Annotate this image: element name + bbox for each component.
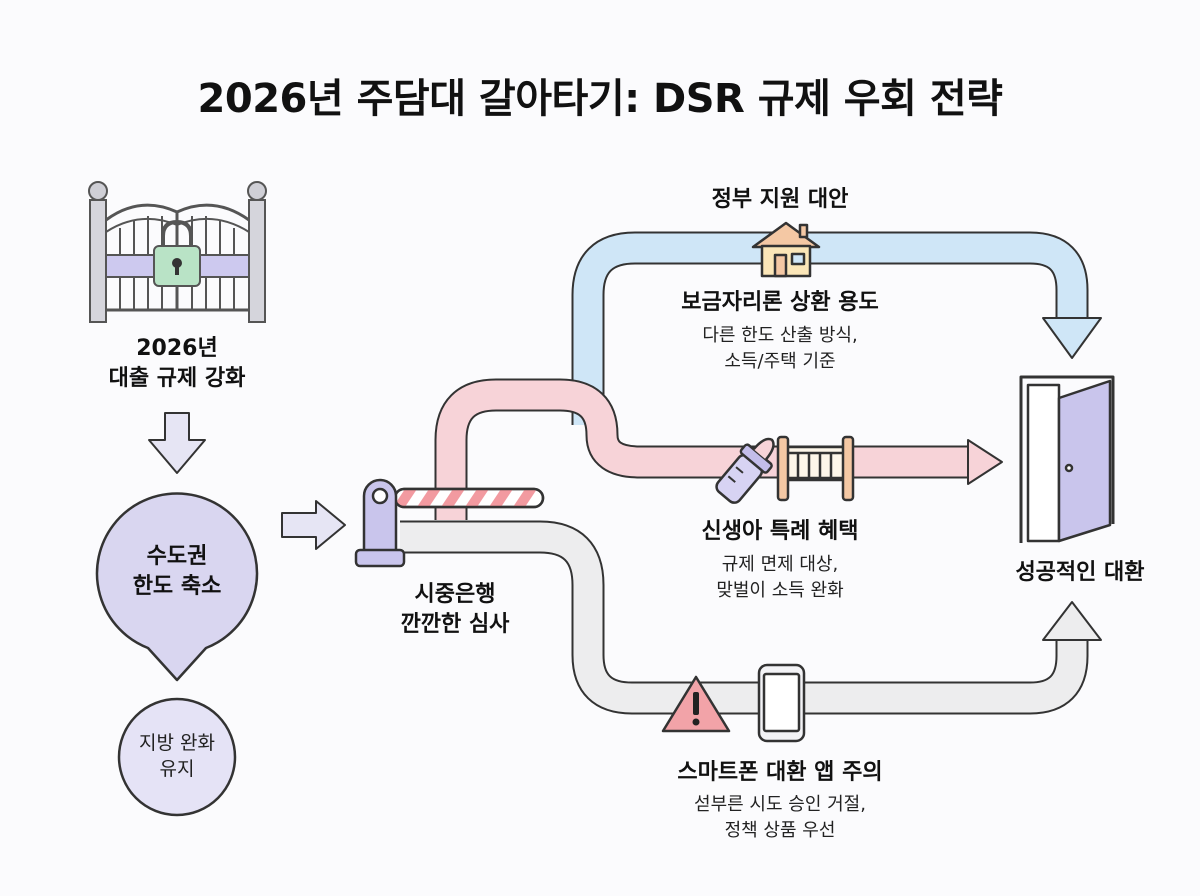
door-icon (1019, 375, 1115, 543)
government-path (571, 231, 1102, 425)
government-product: 보금자리론 상환 용도 (681, 290, 879, 315)
smartphone-icon (757, 663, 806, 743)
house-icon (751, 221, 821, 278)
government-desc-line1: 다른 한도 산출 방식, (702, 325, 858, 346)
bank-label-line1: 시중은행 (414, 582, 496, 607)
capital-label: 수도권 한도 축소 (97, 542, 257, 602)
newborn-desc-line2: 맞벌이 소득 완화 (716, 580, 844, 601)
newborn-heading: 신생아 특례 혜택 (701, 519, 859, 544)
page-title: 2026년 주담대 갈아타기: DSR 규제 우회 전략 (197, 76, 1003, 122)
smartphone-heading: 스마트폰 대환 앱 주의 (677, 760, 883, 785)
government-desc: 다른 한도 산출 방식, 소득/주택 기준 (630, 323, 930, 375)
boom-barrier-icon (354, 478, 545, 568)
smartphone-desc-line2: 정책 상품 우선 (724, 820, 836, 841)
gate-label: 2026년 대출 규제 강화 (77, 334, 277, 394)
smartphone-path (400, 520, 1102, 715)
bank-label: 시중은행 깐깐한 심사 (355, 580, 555, 640)
government-heading: 정부 지원 대안 (711, 187, 849, 212)
bank-label-line2: 깐깐한 심사 (400, 612, 510, 637)
local-label: 지방 완화 유지 (119, 730, 235, 782)
baby-bottle-icon (715, 437, 775, 504)
capital-label-line2: 한도 축소 (132, 574, 222, 599)
newborn-desc-line1: 규제 면제 대상, (721, 554, 839, 575)
down-arrow-icon (148, 412, 206, 474)
local-label-line2: 유지 (159, 758, 195, 780)
government-desc-line2: 소득/주택 기준 (724, 351, 836, 372)
crib-icon (776, 435, 855, 502)
smartphone-desc: 섣부른 시도 승인 거절, 정책 상품 우선 (610, 792, 950, 844)
local-circle-shape (117, 697, 237, 817)
newborn-path (434, 378, 1003, 520)
gate-lock-icon (88, 181, 267, 323)
gate-label-line2: 대출 규제 강화 (108, 366, 246, 391)
smartphone-desc-line1: 섣부른 시도 승인 거절, (694, 794, 866, 815)
gate-label-line1: 2026년 (136, 336, 218, 361)
capital-bubble-shape (95, 492, 259, 682)
warning-icon (661, 675, 731, 733)
local-label-line1: 지방 완화 (139, 732, 215, 754)
success-label: 성공적인 대환 (1015, 560, 1145, 585)
right-arrow-icon (281, 500, 346, 550)
newborn-desc: 규제 면제 대상, 맞벌이 소득 완화 (630, 552, 930, 604)
capital-label-line1: 수도권 (146, 544, 208, 569)
